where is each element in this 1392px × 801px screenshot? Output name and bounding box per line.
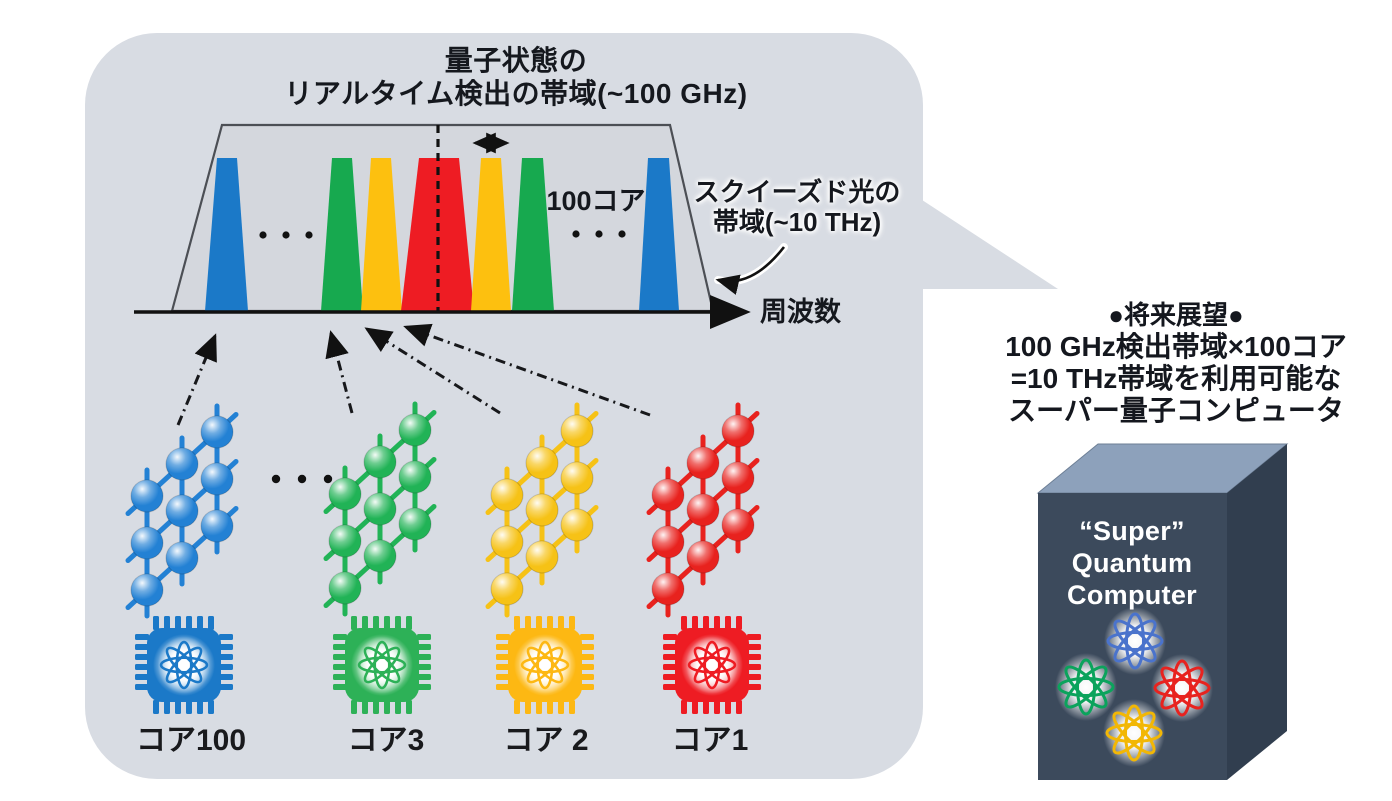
future-outlook-panel: ●将来展望● 100 GHz検出帯域×100コア =10 THz帯域を利用可能な…: [1005, 299, 1347, 427]
arrow-core100-to-comb: [176, 333, 217, 426]
ellipsis-dots-axis-right: [572, 230, 626, 238]
squeezed-bandwidth-arrow: [714, 243, 788, 295]
peak-blue-left: [205, 158, 248, 311]
squeezed-light-label-line1: スクイーズド光の: [693, 177, 901, 207]
detection-bandwidth-title: 量子状態の リアルタイム検出の帯域(~100 GHz): [284, 44, 747, 110]
peak-yellow-left: [361, 158, 402, 311]
core-label-3: コア3: [347, 724, 425, 757]
lattice-to-comb-arrows: [176, 323, 651, 426]
core-label-1: コア1: [671, 724, 749, 757]
peak-red-center: [401, 158, 474, 311]
future-outlook-heading: ●将来展望●: [1108, 300, 1244, 330]
squeezed-light-label: スクイーズド光の 帯域(~10 THz): [694, 177, 901, 237]
ellipsis-dots-axis-left: [259, 231, 313, 239]
box-atom-red: [1149, 652, 1215, 724]
future-outlook-line2: =10 THz帯域を利用可能な: [1010, 363, 1342, 394]
peak-blue-right: [639, 158, 679, 311]
box-right-face: [1227, 444, 1287, 780]
core-label-100: コア100: [135, 724, 247, 757]
super-quantum-computer-label-line1: “Super”: [1079, 516, 1185, 546]
ellipsis-dots-lattices: [271, 474, 333, 484]
super-quantum-computer-label-line2: Quantum: [1071, 548, 1193, 578]
detection-bandwidth-title-line1: 量子状態の: [444, 45, 588, 76]
core-label-2: コア 2: [503, 724, 589, 757]
super-quantum-computer-label-line3: Computer: [1067, 580, 1197, 610]
squeezed-light-label-line2: 帯域(~10 THz): [712, 207, 882, 237]
arrow-core2-to-comb: [364, 327, 501, 415]
box-atom-green: [1053, 651, 1119, 723]
speech-bubble-tail: [916, 196, 1058, 289]
super-quantum-computer-label: “Super” Quantum Computer: [1067, 515, 1197, 611]
peak-yellow-right: [471, 158, 511, 311]
detection-bandwidth-title-line2: リアルタイム検出の帯域(~100 GHz): [284, 78, 748, 109]
box-atom-yellow: [1101, 697, 1167, 769]
peak-green-left: [321, 158, 363, 311]
box-atom-blue: [1102, 605, 1168, 677]
future-outlook-line1: 100 GHz検出帯域×100コア: [1005, 331, 1347, 362]
arrow-core3-to-comb: [325, 330, 354, 414]
future-outlook-line3: スーパー量子コンピュータ: [1008, 395, 1344, 426]
frequency-axis-label: 周波数: [760, 297, 841, 327]
frequency-comb-peaks: [205, 158, 679, 311]
cores-count-label: 100コア: [546, 186, 646, 216]
peak-green-right: [512, 158, 554, 311]
